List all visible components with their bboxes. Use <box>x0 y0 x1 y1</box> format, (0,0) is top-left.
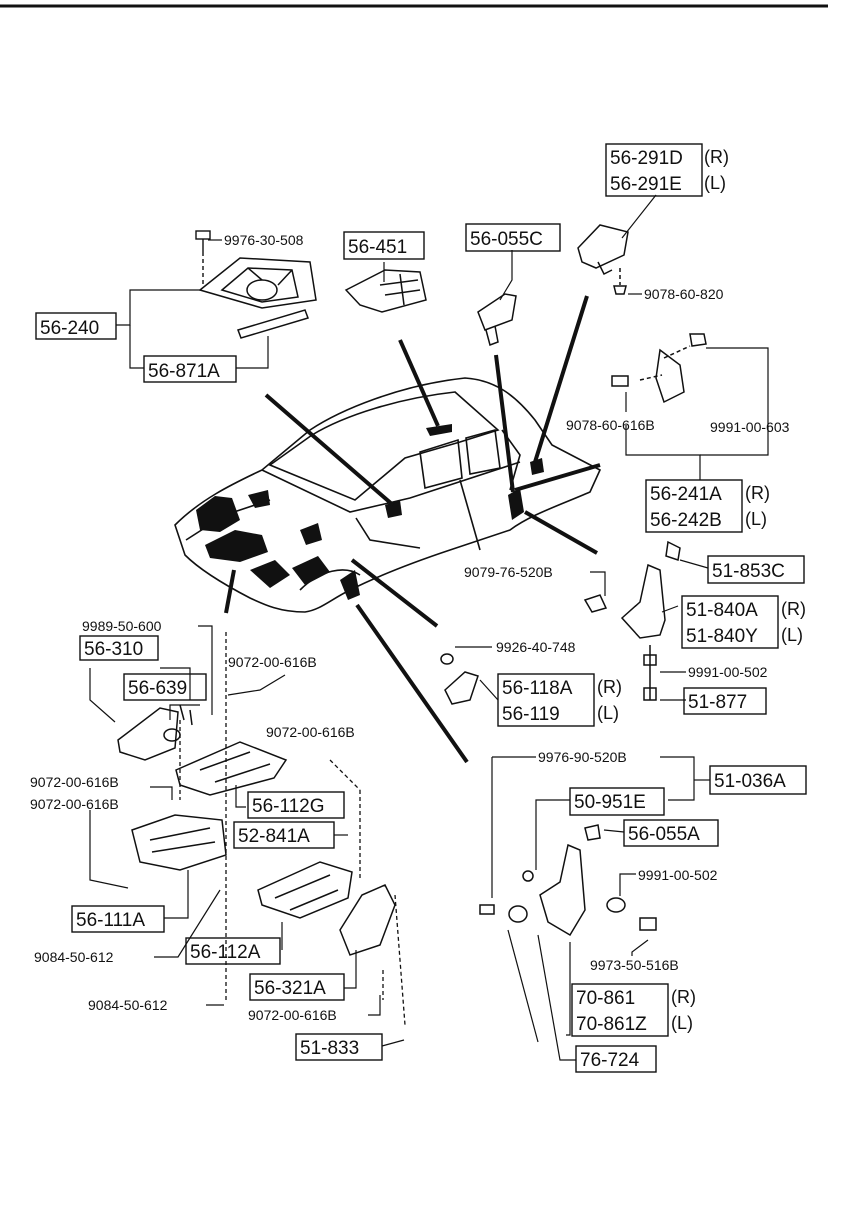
part-labels: 56-240 56-871A 56-451 56-055C 56-291D 56… <box>40 148 786 1071</box>
part-56-291-bracket <box>577 224 629 295</box>
part-56-119: 56-119 <box>502 704 560 725</box>
part-51-840y: 51-840Y <box>686 626 758 647</box>
fastener-9991-00-502-b: 9991-00-502 <box>638 867 718 883</box>
part-56-112g-cover <box>175 741 288 796</box>
part-56-310-splash <box>117 704 193 761</box>
fastener-labels: 9976-30-508 9078-60-820 9078-60-616B 999… <box>30 232 790 1023</box>
fastener-9072-00-616b-d: 9072-00-616B <box>30 796 119 812</box>
car-body-outline <box>174 377 602 613</box>
part-56-291d: 56-291D <box>610 148 683 169</box>
part-70-861: 70-861 <box>576 988 635 1009</box>
part-51-840-mudflap <box>583 540 681 701</box>
fastener-9973-50-516b: 9973-50-516B <box>590 957 679 973</box>
fastener-9991-00-603: 9991-00-603 <box>710 419 790 435</box>
bolts-dashes-lower <box>179 632 406 1026</box>
part-56-111a: 56-111A <box>76 910 145 931</box>
side-r-56-118: (R) <box>597 677 622 697</box>
part-56-291e: 56-291E <box>610 174 682 195</box>
part-51-877: 51-877 <box>688 692 747 713</box>
fastener-9078-60-820: 9078-60-820 <box>644 286 724 302</box>
part-51-840a: 51-840A <box>686 600 758 621</box>
part-56-055c: 56-055C <box>470 229 543 250</box>
part-56-112g: 56-112G <box>252 796 325 817</box>
fastener-9991-00-502-a: 9991-00-502 <box>688 664 768 680</box>
fastener-9079-76-520b: 9079-76-520B <box>464 564 553 580</box>
fastener-9989-50-600: 9989-50-600 <box>82 618 162 634</box>
part-56-639: 56-639 <box>128 678 187 699</box>
fastener-9078-60-616b: 9078-60-616B <box>566 417 655 433</box>
part-56-240-mat <box>198 257 317 309</box>
fastener-9072-00-616b-b: 9072-00-616B <box>266 724 355 740</box>
fastener-9976-90-520b: 9976-90-520B <box>538 749 627 765</box>
side-l-56-291: (L) <box>704 173 726 193</box>
part-70-861z: 70-861Z <box>576 1014 647 1035</box>
part-56-118a: 56-118A <box>502 678 573 699</box>
side-l-51-840: (L) <box>781 625 803 645</box>
part-56-240: 56-240 <box>40 318 99 339</box>
part-56-451: 56-451 <box>348 237 407 258</box>
part-56-112a: 56-112A <box>190 942 261 963</box>
fastener-9084-50-612-a: 9084-50-612 <box>34 949 114 965</box>
part-56-241a: 56-241A <box>650 484 722 505</box>
part-76-724: 76-724 <box>580 1050 640 1071</box>
part-56-112a-cover <box>257 861 353 919</box>
fastener-9926-40-748: 9926-40-748 <box>496 639 576 655</box>
part-51-853c: 51-853C <box>712 561 785 582</box>
part-56-241-flap <box>611 333 707 404</box>
part-56-055c-bracket <box>477 293 517 346</box>
connector-lines <box>89 194 769 1061</box>
fastener-9084-50-612-b: 9084-50-612 <box>88 997 168 1013</box>
part-56-871a: 56-871A <box>148 361 220 382</box>
part-56-321a: 56-321A <box>254 978 326 999</box>
fastener-9976-30-508: 9976-30-508 <box>224 232 304 248</box>
part-56-111a-cover <box>131 814 227 871</box>
part-56-055a: 56-055A <box>628 824 700 845</box>
part-51-036a: 51-036A <box>714 771 786 792</box>
part-mudflap-rear <box>479 824 657 937</box>
fastener-9072-00-616b-c: 9072-00-616B <box>30 774 119 790</box>
fastener-9072-00-616b-e: 9072-00-616B <box>248 1007 337 1023</box>
part-56-321a-shield <box>339 884 396 956</box>
part-51-833: 51-833 <box>300 1038 359 1059</box>
side-labels: (R) (L) (R) (L) (R) (L) (R) (L) (R) (L) <box>597 147 806 1033</box>
leader-lines-thick <box>224 295 601 764</box>
boxes <box>35 143 807 1073</box>
part-56-451-cover <box>344 269 427 313</box>
part-52-841a: 52-841A <box>238 826 310 847</box>
fastener-9072-00-616b-a: 9072-00-616B <box>228 654 317 670</box>
car-fill-shapes <box>196 424 544 600</box>
part-56-118-cover <box>440 653 479 705</box>
side-r-56-291: (R) <box>704 147 729 167</box>
part-56-242b: 56-242B <box>650 510 722 531</box>
side-r-70-861: (R) <box>671 987 696 1007</box>
side-l-70-861z: (L) <box>671 1013 693 1033</box>
side-l-56-119: (L) <box>597 703 619 723</box>
side-l-56-242: (L) <box>745 509 767 529</box>
side-r-51-840: (R) <box>781 599 806 619</box>
bolt-top-left <box>195 230 211 285</box>
part-56-871a-strip <box>237 309 309 339</box>
part-56-310: 56-310 <box>84 639 143 660</box>
side-r-56-241: (R) <box>745 483 770 503</box>
part-50-951e: 50-951E <box>574 792 646 813</box>
